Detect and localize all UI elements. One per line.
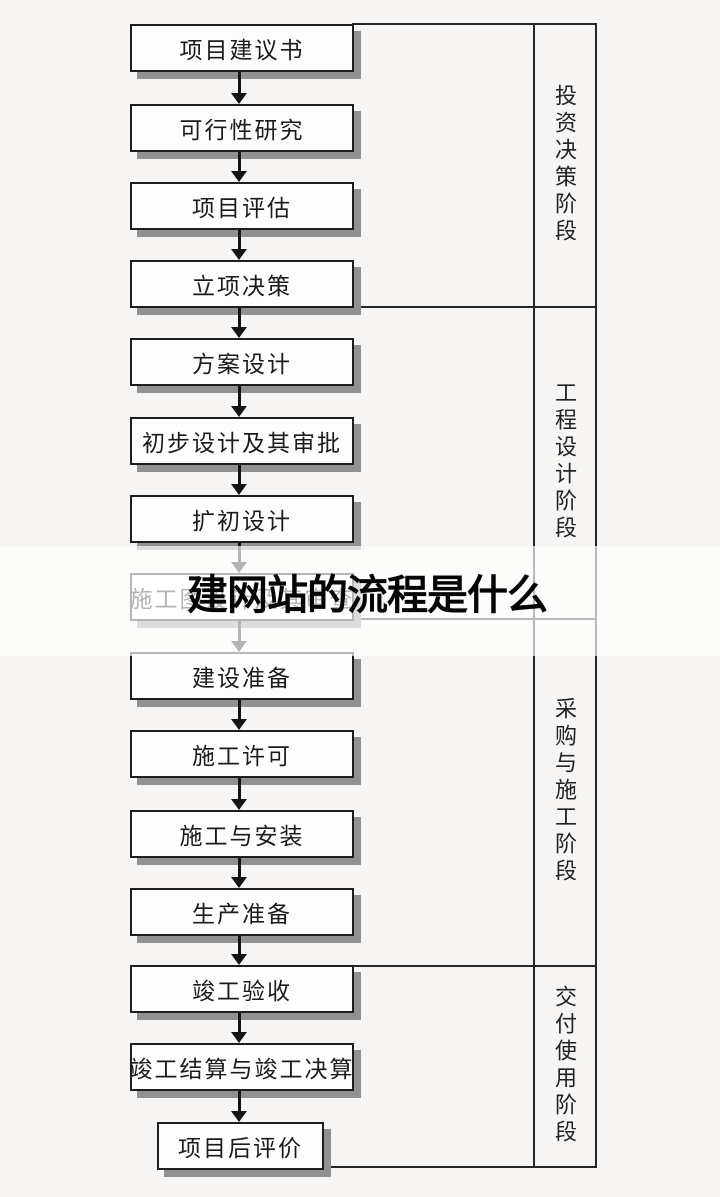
phase-engineering-design: 工程设计阶段 — [535, 306, 593, 618]
flow-step-label: 项目后评价 — [178, 1136, 303, 1161]
flow-arrow — [231, 1013, 247, 1043]
flow-step-post-project-evaluation: 项目后评价 — [157, 1122, 324, 1170]
flow-arrow — [231, 858, 247, 888]
flow-step-label: 可行性研究 — [179, 118, 305, 143]
flow-step-scheme-design: 方案设计 — [130, 338, 354, 386]
phase-label: 工程设计阶段 — [552, 381, 577, 543]
arrow-shaft — [237, 308, 241, 327]
phase-label: 投资决策阶段 — [552, 83, 577, 246]
arrow-shaft — [237, 858, 241, 877]
phase-divider-line — [322, 1166, 597, 1168]
flow-step-label: 立项决策 — [192, 274, 292, 299]
arrow-down-icon — [231, 171, 247, 182]
arrow-shaft — [237, 936, 241, 954]
flow-arrow — [231, 936, 247, 965]
arrow-shaft — [237, 386, 241, 406]
arrow-down-icon — [231, 249, 247, 260]
arrow-shaft — [237, 1013, 241, 1032]
flow-step-label: 竣工结算与竣工决算 — [129, 1057, 355, 1082]
flow-step-label: 竣工验收 — [192, 979, 292, 1004]
flow-step-label: 施工与安装 — [179, 824, 305, 849]
arrow-down-icon — [231, 484, 247, 495]
flow-step-project-approval-decision: 立项决策 — [130, 260, 354, 308]
phase-divider-line — [352, 306, 597, 308]
arrow-shaft — [237, 778, 241, 799]
flow-step-expanded-preliminary-design: 扩初设计 — [130, 495, 354, 543]
flow-step-production-preparation: 生产准备 — [130, 888, 354, 936]
flow-step-label: 项目评估 — [192, 196, 292, 221]
flow-arrow — [231, 778, 247, 810]
arrow-down-icon — [231, 327, 247, 338]
flow-arrow — [231, 308, 247, 338]
flow-arrow — [231, 152, 247, 182]
flow-step-label: 初步设计及其审批 — [142, 431, 342, 456]
phase-procurement-construction: 采购与施工阶段 — [535, 618, 593, 965]
flow-step-label: 扩初设计 — [192, 509, 292, 534]
phase-divider-line — [352, 23, 597, 25]
arrow-down-icon — [231, 877, 247, 888]
watermark-band — [0, 546, 720, 656]
arrow-down-icon — [231, 1111, 247, 1122]
flow-step-construction-permit: 施工许可 — [130, 730, 354, 778]
flow-arrow — [231, 230, 247, 260]
arrow-shaft — [237, 465, 241, 484]
watermark-text: 建网站的流程是什么 — [187, 571, 548, 619]
flow-step-label: 项目建议书 — [179, 38, 305, 63]
flow-arrow — [231, 386, 247, 417]
flow-step-feasibility-study: 可行性研究 — [130, 104, 354, 152]
flow-step-construction-installation: 施工与安装 — [130, 810, 354, 858]
flow-step-completion-acceptance: 竣工验收 — [130, 965, 354, 1013]
flow-step-project-proposal: 项目建议书 — [130, 24, 354, 72]
flow-arrow — [231, 1091, 247, 1122]
arrow-down-icon — [231, 406, 247, 417]
arrow-down-icon — [231, 799, 247, 810]
arrow-shaft — [237, 152, 241, 171]
phase-investment-decision: 投资决策阶段 — [535, 23, 593, 306]
flow-step-label: 施工许可 — [192, 744, 292, 769]
arrow-down-icon — [231, 93, 247, 104]
flow-step-preliminary-design-approval: 初步设计及其审批 — [130, 417, 354, 465]
arrow-down-icon — [231, 719, 247, 730]
flow-step-construction-preparation: 建设准备 — [130, 652, 354, 700]
flow-step-label: 建设准备 — [192, 666, 292, 691]
arrow-shaft — [237, 1091, 241, 1111]
phase-label: 交付使用阶段 — [552, 984, 577, 1147]
arrow-shaft — [237, 230, 241, 249]
phase-label: 采购与施工阶段 — [552, 697, 577, 886]
flow-arrow — [231, 72, 247, 104]
arrow-shaft — [237, 72, 241, 93]
arrow-down-icon — [231, 1032, 247, 1043]
flow-step-completion-settlement: 竣工结算与竣工决算 — [130, 1043, 354, 1091]
flow-step-label: 生产准备 — [192, 902, 292, 927]
phase-delivery-use: 交付使用阶段 — [535, 965, 593, 1166]
flow-step-label: 方案设计 — [192, 352, 292, 377]
arrow-down-icon — [231, 954, 247, 965]
flow-arrow — [231, 700, 247, 730]
phase-divider-line — [352, 965, 597, 967]
flow-step-project-evaluation: 项目评估 — [130, 182, 354, 230]
flow-arrow — [231, 465, 247, 495]
arrow-shaft — [237, 700, 241, 719]
